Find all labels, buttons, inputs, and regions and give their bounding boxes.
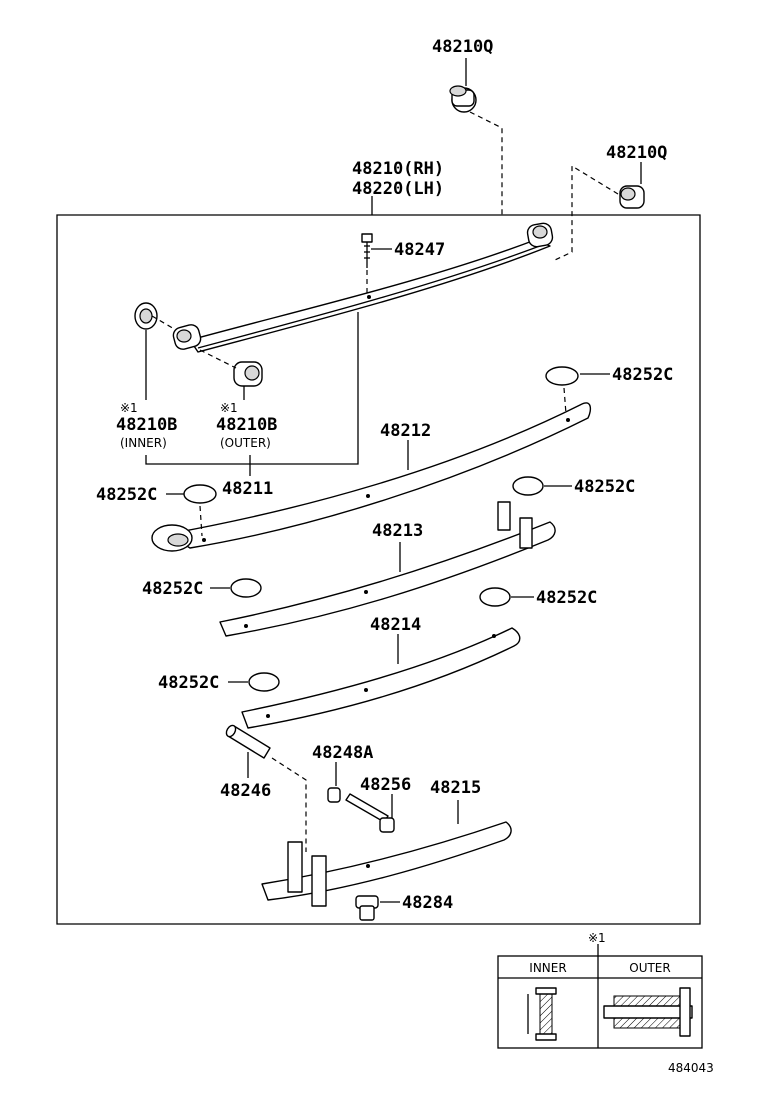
label-48252C-3: 48252C [574,477,635,497]
inner-bushing-section-icon [527,987,557,1041]
label-48213: 48213 [372,521,423,541]
leaf-48214[interactable] [241,627,521,729]
caption-inner: (INNER) [120,436,167,450]
label-48210Q-top: 48210Q [432,37,493,57]
label-48252C-1: 48252C [612,365,673,385]
label-48252C-4: 48252C [142,579,203,599]
bushing-48210Q-top[interactable] [449,85,477,113]
label-48246: 48246 [220,781,271,801]
pin-48246[interactable] [225,724,271,759]
legend-inner-title: INNER [529,961,566,975]
nut-48284[interactable] [355,895,379,921]
cap-48252C-1[interactable] [545,366,579,386]
bushing-48210Q-right[interactable] [619,185,645,209]
bushing-48210B-inner[interactable] [134,302,158,330]
cap-48252C-2[interactable] [183,484,217,504]
label-48212: 48212 [380,421,431,441]
label-48214: 48214 [370,615,421,635]
label-48248A: 48248A [312,743,373,763]
cap-48252C-3[interactable] [512,476,544,496]
caption-outer: (OUTER) [220,436,271,450]
note-mark-inner: ※1 [120,401,138,415]
label-48210B-outer: 48210B [216,415,277,435]
bolt-48247[interactable] [361,233,373,268]
label-48210-rh: 48210(RH) [352,159,444,179]
label-48211: 48211 [222,479,273,499]
leaf-48213[interactable] [219,501,556,637]
bolt-48256[interactable] [345,793,395,833]
bushing-48210B-outer[interactable] [233,361,263,387]
label-48252C-6: 48252C [158,673,219,693]
note-mark-outer: ※1 [220,401,238,415]
assembly-frame [56,214,701,925]
leaf-48212[interactable] [151,402,592,552]
figure-id: 484043 [668,1061,714,1075]
cap-48252C-6[interactable] [248,672,280,692]
label-48256: 48256 [360,775,411,795]
label-48215: 48215 [430,778,481,798]
cap-48252C-5[interactable] [479,587,511,607]
leaf-48215[interactable] [261,821,512,907]
label-48284: 48284 [402,893,453,913]
outer-bushing-section-icon [603,987,693,1037]
label-48210B-inner: 48210B [116,415,177,435]
leaf-48211[interactable] [172,222,554,353]
legend-box [497,955,703,1049]
nut-48248A[interactable] [327,787,341,803]
label-48247: 48247 [394,240,445,260]
legend-outer-title: OUTER [629,961,670,975]
label-48220-lh: 48220(LH) [352,179,444,199]
legend-mark: ※1 [588,931,606,945]
label-48252C-5: 48252C [536,588,597,608]
label-48210Q-right: 48210Q [606,143,667,163]
cap-48252C-4[interactable] [230,578,262,598]
label-48252C-2: 48252C [96,485,157,505]
